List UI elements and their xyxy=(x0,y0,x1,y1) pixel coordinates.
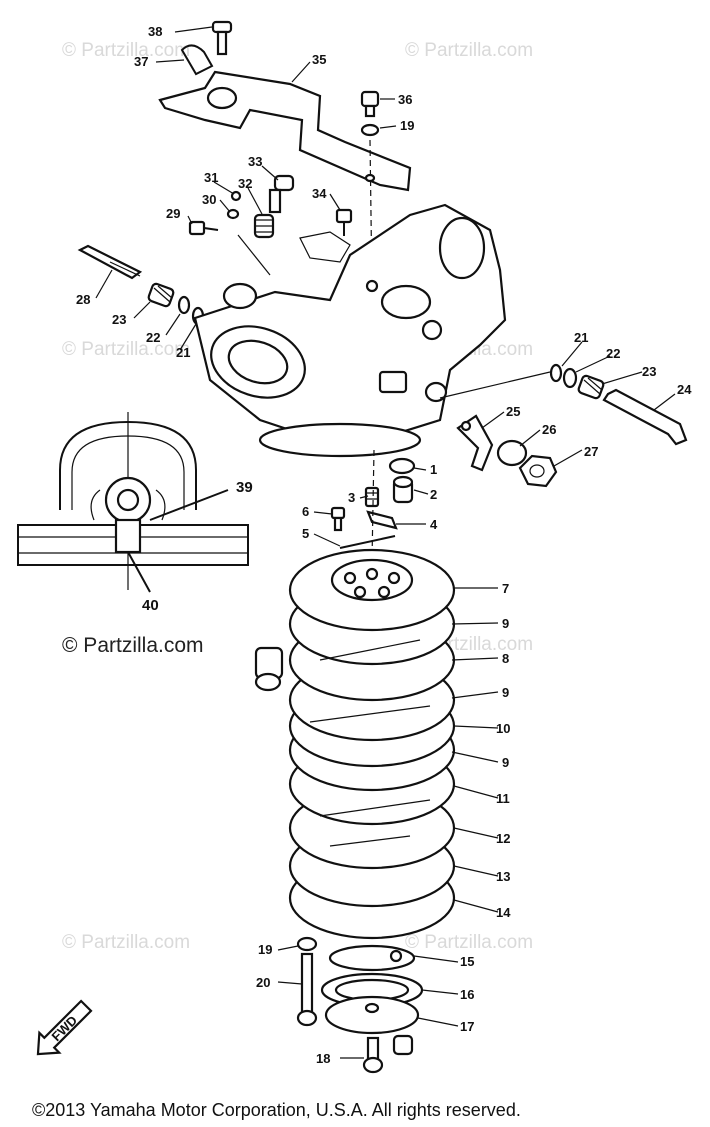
callout-25: 25 xyxy=(506,404,520,419)
callout-10: 10 xyxy=(496,721,510,736)
callout-39: 39 xyxy=(236,479,253,496)
leader-lines xyxy=(95,26,676,1059)
callout-8: 8 xyxy=(502,651,509,666)
carburetor-body xyxy=(193,203,507,458)
callout-27: 27 xyxy=(584,444,598,459)
needle-28 xyxy=(77,244,143,280)
cap-17 xyxy=(324,995,420,1035)
watermark: © Partzilla.com xyxy=(405,932,533,953)
callout-28: 28 xyxy=(76,292,90,307)
callout-33: 33 xyxy=(248,154,262,169)
lever-25 xyxy=(456,414,494,472)
diaphragm-stack xyxy=(288,548,456,940)
callout-24: 24 xyxy=(677,382,692,397)
callout-34: 34 xyxy=(312,186,327,201)
screw-20 xyxy=(296,952,318,1027)
callout-19b: 19 xyxy=(258,942,272,957)
callout-9a: 9 xyxy=(502,616,509,631)
callout-2: 2 xyxy=(430,487,437,502)
callout-40: 40 xyxy=(142,597,159,614)
callout-6: 6 xyxy=(302,504,309,519)
callout-11: 11 xyxy=(496,791,510,806)
fitting-bottom xyxy=(392,1034,414,1056)
spring-23-right xyxy=(577,374,605,400)
callout-5: 5 xyxy=(302,526,309,541)
callout-13: 13 xyxy=(496,869,510,884)
callout-31: 31 xyxy=(204,170,218,185)
callout-7: 7 xyxy=(502,581,509,596)
callout-21b: 21 xyxy=(574,330,588,345)
watermark: © Partzilla.com xyxy=(62,339,190,360)
spring-23-left xyxy=(147,282,175,308)
watermark-main: © Partzilla.com xyxy=(62,634,204,657)
callout-16: 16 xyxy=(460,987,474,1002)
callout-22a: 22 xyxy=(146,330,160,345)
screw-33 xyxy=(268,174,295,214)
callout-21a: 21 xyxy=(176,345,190,360)
callout-38: 38 xyxy=(148,24,162,39)
washer-30 xyxy=(226,208,240,220)
callout-15: 15 xyxy=(460,954,474,969)
callout-23a: 23 xyxy=(112,312,126,327)
callout-18: 18 xyxy=(316,1051,330,1066)
callout-36: 36 xyxy=(398,92,412,107)
screw-29 xyxy=(188,220,219,236)
clip-37 xyxy=(180,44,214,76)
bracket-35 xyxy=(158,70,412,192)
callout-labels: 38 37 35 36 19 33 31 32 34 30 29 28 23 2… xyxy=(76,24,692,1066)
screw-6 xyxy=(330,506,346,532)
pin-5 xyxy=(339,535,396,549)
fitting-elbow xyxy=(254,646,284,692)
valve-seat-2 xyxy=(392,475,414,504)
guide-line xyxy=(237,234,271,276)
screw-34 xyxy=(335,208,353,236)
screw-36 xyxy=(360,90,380,118)
callout-12: 12 xyxy=(496,831,510,846)
screw-18 xyxy=(362,1036,384,1074)
callout-9b: 9 xyxy=(502,685,509,700)
callout-37: 37 xyxy=(134,54,148,69)
screw-38 xyxy=(211,20,233,56)
callout-30: 30 xyxy=(202,192,216,207)
callout-22b: 22 xyxy=(606,346,620,361)
fwd-arrow: FWD xyxy=(36,999,93,1056)
callout-3: 3 xyxy=(348,490,355,505)
washer-26 xyxy=(496,439,528,467)
callout-1: 1 xyxy=(430,462,437,477)
callout-14: 14 xyxy=(496,905,511,920)
watermark: © Partzilla.com xyxy=(62,932,190,953)
washer-19-bottom xyxy=(296,936,318,952)
inset-detail xyxy=(17,412,249,593)
callout-9c: 9 xyxy=(502,755,509,770)
callout-17: 17 xyxy=(460,1019,474,1034)
spring-3 xyxy=(364,486,380,508)
callout-32: 32 xyxy=(238,176,252,191)
needle-24 xyxy=(602,388,688,446)
washer-22-left xyxy=(177,295,191,315)
copyright-footer: ©2013 Yamaha Motor Corporation, U.S.A. A… xyxy=(32,1100,521,1120)
callout-4: 4 xyxy=(430,517,438,532)
callout-26: 26 xyxy=(542,422,556,437)
watermark: © Partzilla.com xyxy=(62,40,190,61)
nut-27 xyxy=(518,454,558,488)
washer-1 xyxy=(388,457,416,475)
washer-19 xyxy=(360,123,380,137)
guide-line xyxy=(439,371,551,399)
lever-4 xyxy=(366,510,398,530)
watermark: © Partzilla.com xyxy=(405,40,533,61)
callout-29: 29 xyxy=(166,206,180,221)
washer-22-right xyxy=(562,367,578,389)
callout-35: 35 xyxy=(312,52,326,67)
guide-line xyxy=(371,449,375,561)
spring-32 xyxy=(253,213,275,239)
callout-20: 20 xyxy=(256,975,270,990)
callout-23b: 23 xyxy=(642,364,656,379)
ring-21-right xyxy=(549,363,563,383)
callout-19a: 19 xyxy=(400,118,414,133)
